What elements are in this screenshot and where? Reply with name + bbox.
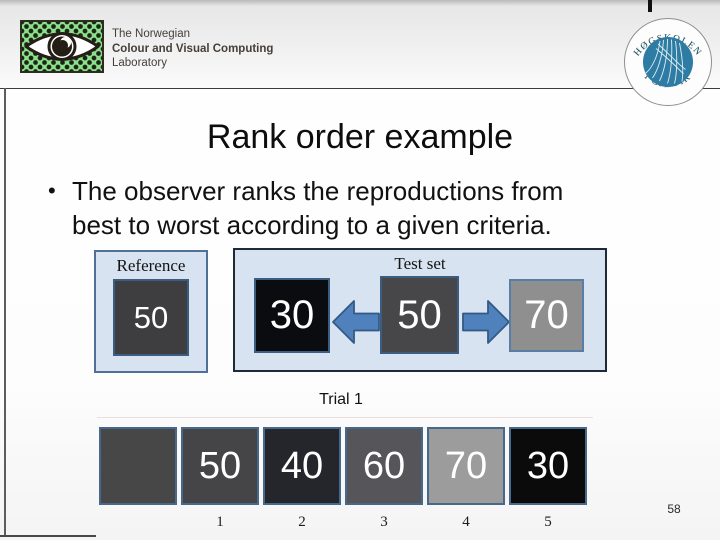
- test-patch-1-value: 30: [269, 293, 315, 337]
- arrow-right-icon: [462, 300, 510, 344]
- arrow-left-icon: [332, 300, 380, 344]
- trial-cell-2: 40 2: [263, 427, 341, 532]
- university-seal-icon: HØGSKOLEN I GJØVIK: [624, 18, 712, 106]
- eye-icon: [24, 32, 100, 61]
- trial-patch-0: [99, 427, 177, 505]
- trial-patch-4: 70: [427, 427, 505, 505]
- test-set-label: Test set: [394, 254, 446, 273]
- trial-cell-4: 70 4: [427, 427, 505, 532]
- slide-header: The Norwegian Colour and Visual Computin…: [0, 0, 720, 89]
- lab-name: The Norwegian Colour and Visual Computin…: [112, 27, 273, 71]
- bullet-item: • The observer ranks the reproductions f…: [48, 174, 668, 242]
- bullet-line2: best to worst according to a given crite…: [72, 210, 552, 240]
- lab-name-line1: The Norwegian: [112, 28, 190, 40]
- trial-label: Trial 1: [319, 391, 363, 408]
- top-edge-mark: [648, 0, 652, 12]
- trial-cell-5: 30 5: [509, 427, 587, 532]
- trial-rank-4: 4: [462, 514, 470, 530]
- reference-patch: 50: [113, 279, 189, 356]
- reference-panel: Reference 50: [94, 250, 208, 373]
- slide-bottom-border: [0, 535, 96, 537]
- trial-patch-5-value: 30: [526, 444, 570, 487]
- trial-rank-1: 1: [216, 514, 224, 530]
- bullet-line1: The observer ranks the reproductions fro…: [72, 176, 564, 206]
- trial-patch-1: 50: [181, 427, 259, 505]
- trial-rank-5: 5: [544, 514, 552, 530]
- trial-patch-3-value: 60: [362, 444, 406, 487]
- test-patch-3: 70: [509, 279, 584, 352]
- test-patch-2-value: 50: [397, 292, 442, 337]
- lab-name-line2: Colour and Visual Computing: [112, 42, 274, 55]
- trial-cell-3: 60 3: [345, 427, 423, 532]
- reference-label: Reference: [116, 256, 186, 275]
- test-patch-1: 30: [254, 278, 330, 353]
- trial-patch-3: 60: [345, 427, 423, 505]
- page-title: Rank order example: [206, 118, 514, 156]
- page-number: 58: [667, 502, 681, 516]
- trial-patch-4-value: 70: [444, 444, 488, 487]
- test-patch-2: 50: [380, 276, 459, 354]
- trial-patch-5: 30: [509, 427, 587, 505]
- trial-rank-2: 2: [298, 514, 306, 530]
- bullet-text: The observer ranks the reproductions fro…: [72, 174, 668, 242]
- lab-eye-logo-icon: [20, 20, 104, 73]
- lab-name-line3: Laboratory: [112, 57, 167, 69]
- trial-row-image: 50 1 40 2 60 3 70 4: [97, 417, 593, 532]
- test-set-panel: Test set 30 50 70: [233, 248, 607, 372]
- trial-cell-0: [99, 427, 177, 532]
- reference-patch-value: 50: [133, 299, 169, 335]
- trial-patch-2-value: 40: [280, 444, 324, 487]
- seal-fountain-lines: [645, 38, 686, 84]
- slide-left-border: [4, 88, 6, 536]
- trial-patch-2: 40: [263, 427, 341, 505]
- trial-row: 50 1 40 2 60 3 70 4: [99, 427, 593, 532]
- test-patch-3-value: 70: [524, 293, 569, 337]
- trial-rank-3: 3: [380, 514, 388, 530]
- trial-cell-1: 50 1: [181, 427, 259, 532]
- trial-patch-1-value: 50: [198, 444, 242, 487]
- bullet-glyph: •: [48, 178, 56, 203]
